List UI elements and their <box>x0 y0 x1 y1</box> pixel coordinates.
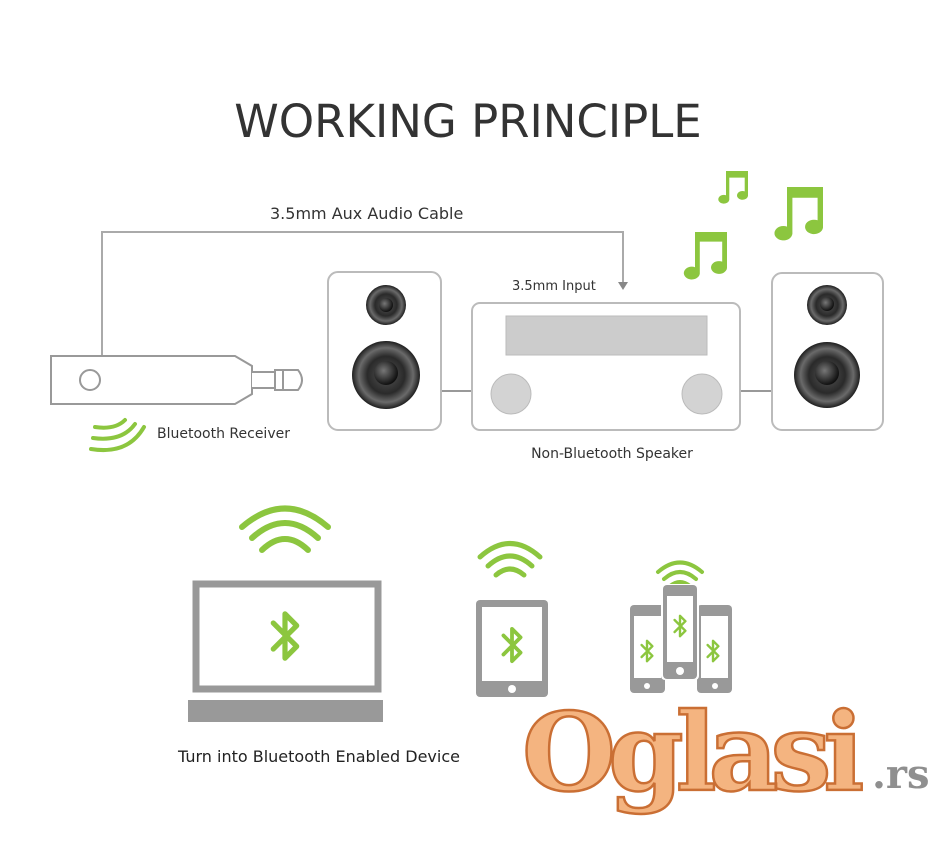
laptop-icon <box>188 580 383 722</box>
speaker-icon-right <box>771 272 884 431</box>
amplifier-icon <box>471 302 741 431</box>
music-note-icon <box>718 171 748 204</box>
smartphone-icon <box>630 584 732 693</box>
wireless-waves-icon <box>656 560 704 588</box>
watermark-logo: Oglasi .rs <box>521 689 930 818</box>
music-note-icon <box>683 232 727 280</box>
wireless-waves-icon <box>477 541 543 578</box>
watermark-suffix: .rs <box>872 751 930 798</box>
wireless-waves-icon <box>89 418 146 452</box>
watermark-main: Oglasi <box>522 690 862 816</box>
tablet-icon <box>476 600 548 697</box>
speaker-label: Non-Bluetooth Speaker <box>531 446 693 462</box>
cable-label: 3.5mm Aux Audio Cable <box>270 204 463 223</box>
speaker-icon-left <box>327 271 442 431</box>
arrow-down-icon <box>618 282 628 290</box>
wireless-waves-icon <box>239 505 331 553</box>
bluetooth-receiver-icon <box>50 355 303 405</box>
page-title: WORKING PRINCIPLE <box>234 95 701 148</box>
receiver-label: Bluetooth Receiver <box>157 426 290 442</box>
devices-label: Turn into Bluetooth Enabled Device <box>177 747 460 766</box>
music-note-icon <box>774 187 823 241</box>
aux-cable <box>101 231 628 355</box>
input-label: 3.5mm Input <box>512 279 596 294</box>
